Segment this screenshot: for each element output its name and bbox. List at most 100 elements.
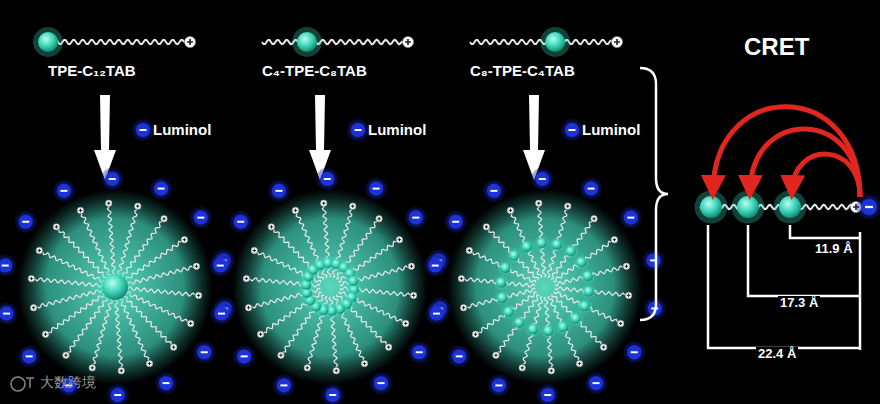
plus-sign xyxy=(195,265,199,269)
luminol-glow xyxy=(233,345,255,367)
luminol-anion xyxy=(237,349,251,363)
ammonium-head xyxy=(403,37,414,48)
alkyl-chain xyxy=(264,292,322,333)
plus-sign xyxy=(602,345,606,349)
luminol-anion xyxy=(412,345,426,359)
plus-sign xyxy=(79,209,83,213)
luminol-glow xyxy=(273,374,295,396)
cret-arrow xyxy=(750,129,860,197)
ammonium-head xyxy=(53,224,59,230)
plus-sign xyxy=(279,353,283,357)
ammonium-head xyxy=(89,365,95,371)
luminol-glow xyxy=(370,372,392,394)
plus-sign xyxy=(410,265,414,269)
minus-sign xyxy=(412,217,419,219)
tpe-unit xyxy=(571,314,581,324)
plus-sign xyxy=(387,345,391,349)
tpe-unit xyxy=(528,324,538,334)
tpe-glow xyxy=(568,311,583,326)
ammonium-head xyxy=(187,320,193,326)
dimension-value: 17.3 Å xyxy=(778,296,820,310)
luminol-glow xyxy=(347,119,369,141)
plus-sign xyxy=(334,369,338,373)
plus-sign xyxy=(183,238,187,242)
tpe-glow xyxy=(494,275,509,290)
minus-sign xyxy=(109,178,116,180)
luminol-anion xyxy=(565,123,579,137)
tpe-unit xyxy=(583,271,593,281)
plus-sign xyxy=(197,294,201,298)
luminol-glow xyxy=(155,372,177,394)
luminol-anion xyxy=(197,345,211,359)
luminol-glow xyxy=(316,168,338,190)
ammonium-head xyxy=(63,352,69,358)
plus-sign xyxy=(253,249,257,253)
plus-sign xyxy=(398,238,402,242)
alkyl-chain xyxy=(555,266,623,286)
minus-sign xyxy=(544,394,551,396)
luminol-glow xyxy=(561,119,583,141)
dimension-value: 22.4 Å xyxy=(756,347,798,361)
luminol-glow xyxy=(212,249,234,271)
plus-sign xyxy=(412,294,416,298)
ammonium-head xyxy=(385,344,391,350)
ammonium-head xyxy=(565,203,571,209)
luminol-anion xyxy=(159,376,173,390)
tpe-glow xyxy=(774,191,807,224)
plus-sign xyxy=(627,294,631,298)
luminol-glow xyxy=(429,297,451,319)
ammonium-head xyxy=(42,331,48,337)
plus-sign xyxy=(119,369,123,373)
ammonium-head xyxy=(135,203,141,209)
ammonium-head xyxy=(321,200,327,206)
luminol-anion xyxy=(57,184,71,198)
minus-sign xyxy=(569,129,576,131)
plus-sign xyxy=(162,217,166,221)
minus-sign xyxy=(114,394,121,396)
tpe-unit xyxy=(297,32,317,52)
alkyl-chain xyxy=(81,214,112,278)
ammonium-head xyxy=(30,305,36,311)
plus-sign xyxy=(468,249,472,253)
plus-sign xyxy=(44,333,48,337)
minus-sign xyxy=(3,313,10,315)
tpe-glow xyxy=(519,239,534,254)
plus-sign xyxy=(305,366,309,370)
plus-sign xyxy=(30,277,34,281)
ammonium-head xyxy=(193,263,199,269)
plus-sign xyxy=(90,366,94,370)
watermark: 大数跨境 xyxy=(40,375,96,390)
minus-sign xyxy=(355,129,362,131)
minus-sign xyxy=(2,265,9,267)
luminol-anion xyxy=(409,211,423,225)
luminol-glow xyxy=(856,194,880,220)
luminol-anion xyxy=(320,172,334,186)
molecule-name: C₈-TPE-C₄TAB xyxy=(470,63,575,80)
ammonium-head xyxy=(376,216,382,222)
minus-sign xyxy=(22,221,29,223)
alkyl-chain xyxy=(125,266,193,286)
luminol-anion xyxy=(647,253,661,267)
plus-sign xyxy=(172,345,176,349)
minus-sign xyxy=(140,129,147,131)
plus-sign xyxy=(247,306,251,310)
dimension-line xyxy=(859,232,862,350)
luminol-glow xyxy=(408,341,430,363)
tpe-glow xyxy=(556,320,571,335)
tpe-unit xyxy=(552,240,562,250)
ammonium-head xyxy=(472,331,478,337)
plus-sign xyxy=(32,306,36,310)
ammonium-head xyxy=(623,263,629,269)
bracket xyxy=(640,68,668,320)
ammonium-head xyxy=(519,365,525,371)
plus-sign xyxy=(474,333,478,337)
dimension-line xyxy=(748,225,860,296)
plus-sign xyxy=(64,353,68,357)
luminol-glow xyxy=(531,168,553,190)
plus-sign xyxy=(592,217,596,221)
luminol-glow xyxy=(0,254,16,276)
plus-sign xyxy=(613,238,617,242)
plus-sign xyxy=(189,322,193,326)
minus-sign xyxy=(218,313,225,315)
